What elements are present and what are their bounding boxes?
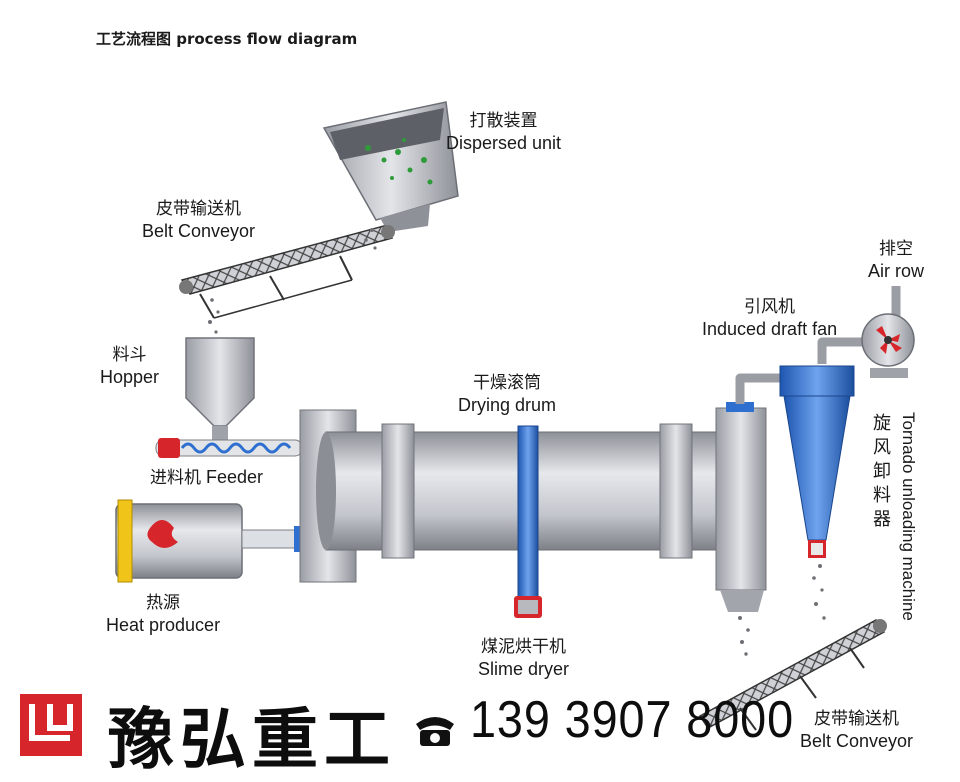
label-air-row: 排空 Air row (868, 239, 925, 281)
footer-brand-bar: 豫弘重工 139 3907 8000 (0, 680, 960, 778)
heat-producer (115, 499, 302, 583)
label-induced-draft-fan: 引风机 Induced draft fan (702, 297, 838, 339)
tornado-unloading-machine (779, 365, 855, 558)
belt-conveyor-bottom (698, 619, 887, 731)
induced-draft-fan (861, 313, 915, 378)
label-drying-drum: 干燥滚筒 Drying drum (458, 373, 557, 415)
diagram-title: 工艺流程图 process flow diagram (96, 30, 358, 48)
label-belt-conveyor-top: 皮带输送机 Belt Conveyor (142, 199, 256, 241)
hopper (185, 337, 255, 440)
ductwork (735, 286, 901, 404)
brand-name: 豫弘重工 (108, 701, 396, 778)
material-particles (208, 228, 826, 656)
telephone-icon (416, 717, 454, 746)
slime-dryer (514, 425, 542, 618)
company-logo (20, 694, 82, 756)
label-tornado-unloading-machine: 旋风卸料器 Tornado unloading machine (870, 412, 940, 642)
tornado-en-label: Tornado unloading machine (899, 412, 918, 621)
label-belt-conveyor-bottom: 皮带输送机 Belt Conveyor (800, 709, 914, 751)
tornado-zh-label: 旋风卸料器 (873, 413, 891, 530)
label-feeder: 进料机 Feeder (150, 467, 264, 488)
label-heat-producer: 热源 Heat producer (106, 593, 221, 635)
label-slime-dryer: 煤泥烘干机 Slime dryer (478, 637, 570, 679)
feeder (155, 438, 303, 458)
belt-conveyor-top (179, 225, 395, 319)
phone-number: 139 3907 8000 (470, 691, 795, 749)
label-hopper: 料斗 Hopper (100, 345, 160, 387)
dispersed-unit (322, 101, 459, 232)
logo-mark-icon (29, 704, 73, 741)
label-dispersed-unit: 打散装置 Dispersed unit (446, 111, 562, 153)
